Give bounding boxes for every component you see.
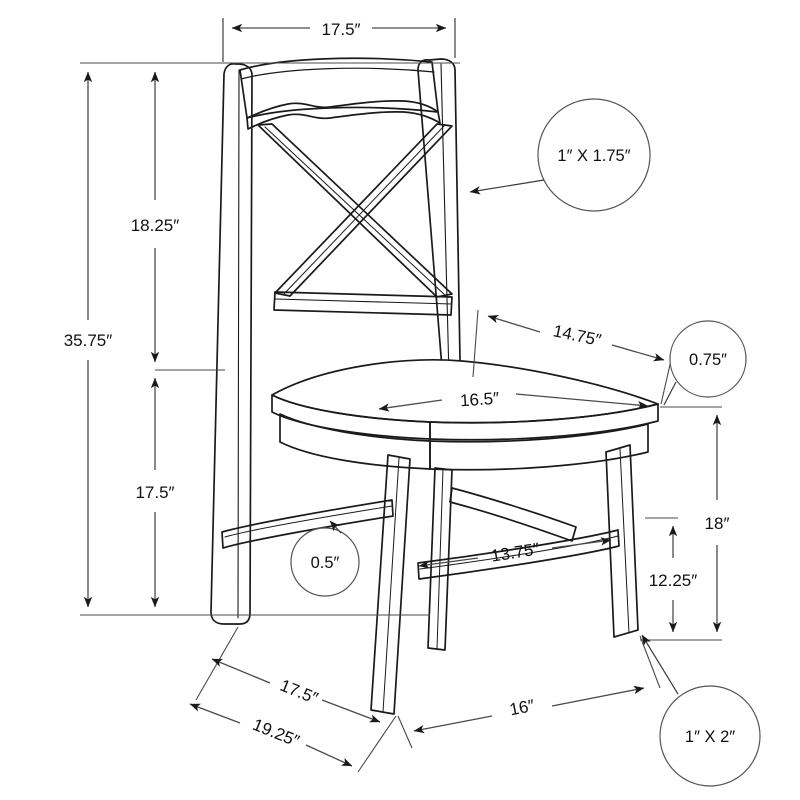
cross-brace-left-arm [257,123,453,298]
callouts-group [290,98,761,787]
ext-depth-left [195,626,239,701]
dim-175depth-arrow-right [321,699,381,723]
back-lower-rail [273,291,453,316]
callout-label-seat-thickness: 0.75″ [689,351,727,369]
side-stretcher-left [221,499,394,549]
dim-175depth-arrow-left [211,658,271,684]
dim-16-arrow-right [551,685,645,707]
label-base-depth-inner: 17.5″ [277,676,320,708]
apron-left [279,413,431,470]
rear-left-post-edge [237,69,240,619]
dim-16-arrow-left [413,715,493,734]
chair-outline-group [210,57,659,715]
cross-brace-right-arm-edge [282,125,445,296]
crest-rail-bottom-contour [246,99,441,130]
front-right-leg-edge [619,448,630,634]
label-base-width: 16″ [508,696,536,719]
seat-right-edge [429,403,659,441]
callout-circle-back-slat [537,98,651,212]
dim-1475-arrow-right [611,344,665,362]
label-seat-width: 16.5″ [459,389,499,411]
callout-label-leg-section: 1″ X 2″ [685,728,735,746]
front-left-leg [370,454,411,715]
ext-depth-right [357,715,397,773]
callout-circle-stretcher [290,527,360,597]
ext-1475-left [472,309,479,378]
dim-1925-arrow-right [305,744,353,767]
dim-165-arrow-right [515,393,649,410]
front-stretcher [417,529,620,580]
leader-seat-thickness [663,381,677,406]
label-base-depth-outer: 19.25″ [250,715,302,751]
leader-leg-section [641,634,679,695]
leader-stretcher [329,520,342,534]
ext-16-left [397,715,413,749]
dim-1375-arrow-right [551,537,612,549]
callout-circle-seat-thickness [669,320,747,398]
callout-label-stretcher: 0.5″ [311,554,340,572]
apron-right [429,423,649,471]
back-lower-rail-edge [274,298,453,305]
label-seat-height: 17.5″ [135,483,174,502]
callout-label-back-slat: 1″ X 1.75″ [557,147,630,165]
front-right-leg [605,444,639,638]
cross-brace-right-arm [274,123,453,297]
rear-right-post-edge [440,63,451,417]
dim-1475-arrow-left [487,314,541,333]
dimension-lines-group [80,18,722,773]
side-stretcher-right [449,487,577,542]
side-stretcher-left-edge [224,505,393,538]
label-leg-inner-height: 12.25″ [649,571,698,590]
dim-165-arrow-left [378,399,443,412]
label-leg-outer-height: 18″ [705,514,730,533]
leader-back-slat [469,179,545,195]
callout-circle-leg-section [659,685,761,787]
front-left-leg-edge [382,457,400,713]
label-seat-depth: 14.75″ [551,321,602,350]
callout-labels-group: 1″ X 1.75″ 0.75″ 0.5″ 1″ X 2″ [311,147,736,746]
label-overall-height: 35.75″ [64,331,113,350]
label-top-width: 17.5″ [321,20,360,39]
crest-rail-inner-line [240,67,435,80]
rear-left-post [210,62,253,625]
rear-right-leg [427,467,453,651]
ext-16-right [639,635,661,689]
label-back-height: 18.25″ [131,216,180,235]
dim-1925-arrow-left [189,703,241,724]
rear-right-leg-edge [436,468,444,650]
dim-1375-arrow-left [418,557,479,569]
cross-brace-left-arm-edge [264,126,447,297]
